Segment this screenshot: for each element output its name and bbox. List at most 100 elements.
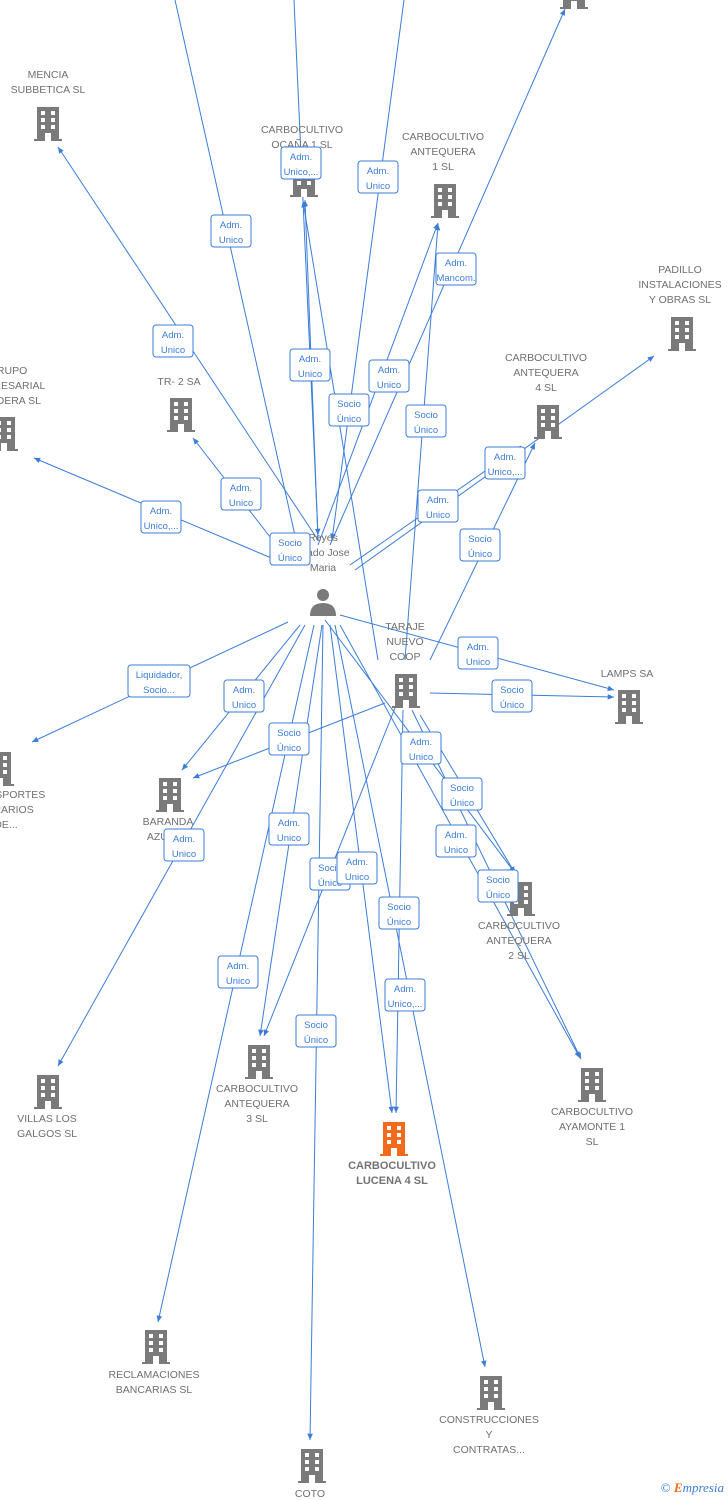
company-building-icon[interactable] <box>668 317 696 351</box>
edge-role-label: Adm.Unico,... <box>384 978 426 1012</box>
edge-role-label: Adm.Unico <box>457 636 499 670</box>
svg-text:Adm.Unico: Adm.Unico <box>377 365 401 391</box>
company-building-icon[interactable] <box>380 1122 408 1156</box>
company-label: TRANSPORTESAGRARIOSDE... <box>0 789 45 831</box>
svg-text:Adm.Unico: Adm.Unico <box>444 830 468 856</box>
svg-text:Adm.Unico: Adm.Unico <box>172 834 196 860</box>
svg-text:Adm.Unico: Adm.Unico <box>298 354 322 380</box>
svg-text:Adm.Unico: Adm.Unico <box>345 857 369 883</box>
edge-role-label: Adm.Unico <box>417 489 459 523</box>
edge-role-label: Adm.Unico <box>223 679 265 713</box>
company-building-icon[interactable] <box>34 107 62 141</box>
person-icon[interactable] <box>310 589 336 616</box>
relationship-edge <box>301 200 379 661</box>
edge-label-layer: Adm.Unico,...Adm.UnicoAdm.UnicoAdm.Manco… <box>127 146 533 1048</box>
edge-role-label: Liquidador,Socio... <box>127 664 191 698</box>
svg-text:Liquidador,Socio...: Liquidador,Socio... <box>136 670 182 696</box>
company-building-icon[interactable] <box>167 398 195 432</box>
company-label: TR- 2 SA <box>157 376 200 388</box>
svg-text:Adm.Unico: Adm.Unico <box>409 737 433 763</box>
company-building-icon[interactable] <box>0 417 18 451</box>
brand-logo-text: mpresia <box>682 1480 724 1495</box>
svg-text:Adm.Unico: Adm.Unico <box>219 220 243 246</box>
footer-brand: © Empresia <box>661 1480 724 1496</box>
edge-role-label: Adm.Unico,... <box>280 146 322 180</box>
edge-role-label: Adm.Unico,... <box>484 446 526 480</box>
company-label: COTO <box>295 1488 325 1500</box>
edge-layer <box>31 0 655 1441</box>
svg-text:Adm.Unico,...: Adm.Unico,... <box>284 152 319 178</box>
svg-text:Adm.Unico: Adm.Unico <box>426 495 450 521</box>
company-building-icon[interactable] <box>245 1045 273 1079</box>
company-building-icon[interactable] <box>615 690 643 724</box>
company-building-icon[interactable] <box>34 1075 62 1109</box>
company-building-icon[interactable] <box>0 752 14 786</box>
edge-role-label: Adm.Unico <box>163 828 205 862</box>
edge-role-label: Adm.Mancom. <box>435 252 477 286</box>
edge-role-label: Adm.Unico <box>336 851 378 885</box>
svg-text:Adm.Unico,...: Adm.Unico,... <box>488 452 523 478</box>
svg-text:Adm.Unico,...: Adm.Unico,... <box>388 984 423 1010</box>
brand-logo-initial: E <box>673 1480 683 1495</box>
company-building-icon[interactable] <box>142 1330 170 1364</box>
relationship-edge <box>174 0 298 541</box>
svg-text:Adm.Unico: Adm.Unico <box>277 818 301 844</box>
svg-text:Adm.Unico: Adm.Unico <box>232 685 256 711</box>
svg-text:Adm.Unico: Adm.Unico <box>226 961 250 987</box>
edge-role-label: Adm.Unico <box>217 955 259 989</box>
edge-role-label: Adm.Unico <box>368 359 410 393</box>
company-building-icon[interactable] <box>477 1376 505 1410</box>
company-building-icon[interactable] <box>392 674 420 708</box>
copyright-symbol: © <box>660 1480 671 1495</box>
edge-role-label: Adm.Unico <box>268 812 310 846</box>
company-building-icon[interactable] <box>431 184 459 218</box>
svg-text:Adm.Unico: Adm.Unico <box>161 330 185 356</box>
relationship-edge <box>404 223 441 661</box>
edge-role-label: Adm.Unico <box>435 824 477 858</box>
edge-role-label: Adm.Unico,... <box>140 500 182 534</box>
company-building-icon[interactable] <box>534 405 562 439</box>
company-building-icon[interactable] <box>560 0 588 9</box>
company-label: GRUPOEMPRESARIALPRADERA SL <box>0 365 45 407</box>
edge-role-label: Adm.Unico <box>400 731 442 765</box>
company-label: LAMPS SA <box>601 668 654 680</box>
edge-role-label: Adm.Unico <box>210 214 252 248</box>
company-building-icon[interactable] <box>298 1449 326 1483</box>
svg-text:Adm.Unico,...: Adm.Unico,... <box>144 506 179 532</box>
edge-role-label: Adm.Unico <box>289 348 331 382</box>
svg-text:Adm.Mancom.: Adm.Mancom. <box>436 258 475 284</box>
company-building-icon[interactable] <box>578 1068 606 1102</box>
company-building-icon[interactable] <box>156 778 184 812</box>
